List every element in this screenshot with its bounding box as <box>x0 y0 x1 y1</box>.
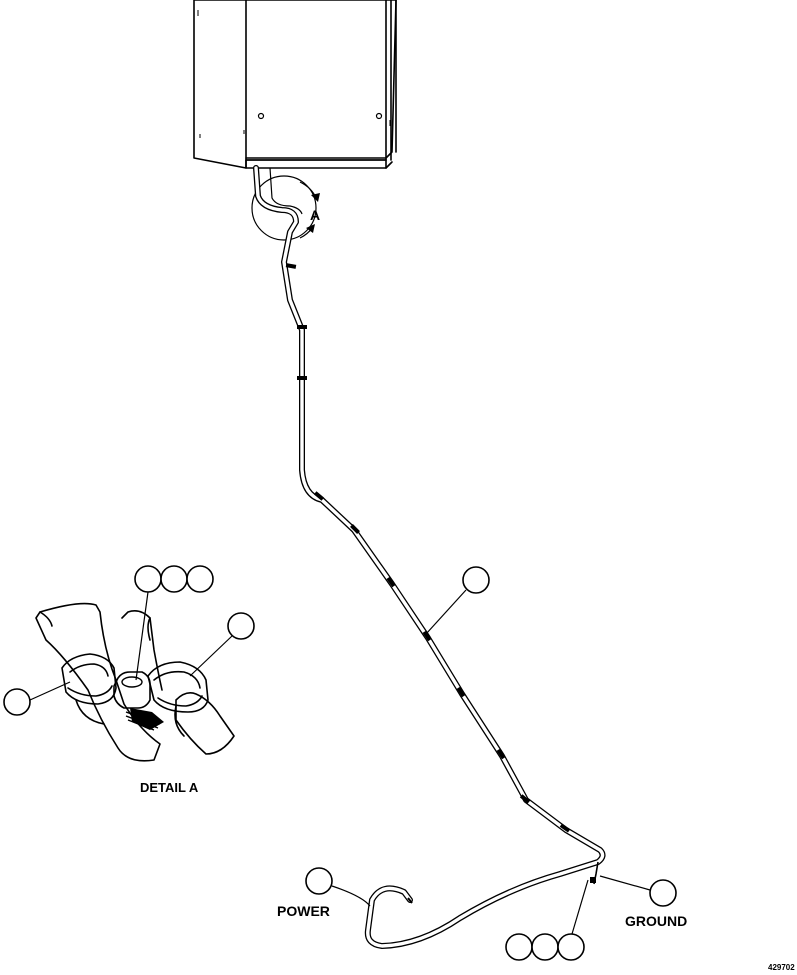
callout-balloon-detail-left <box>3 688 31 716</box>
callout-balloon <box>531 933 559 961</box>
callout-balloon-ground <box>649 879 677 907</box>
callout-balloon-harness <box>462 566 490 594</box>
callout-balloon <box>557 933 585 961</box>
detail-ref-letter: A <box>310 207 320 223</box>
detail-a-illustration <box>35 602 235 762</box>
callout-group-bottom <box>505 933 585 961</box>
callout-balloon-power <box>305 867 333 895</box>
callout-balloon <box>505 933 533 961</box>
harness-clips <box>285 263 596 883</box>
enclosure-box <box>193 0 397 169</box>
detail-a-reference: A <box>251 175 320 241</box>
figure-number: 429702 <box>768 963 795 972</box>
detail-caption: DETAIL A <box>140 780 199 795</box>
ground-label: GROUND <box>625 913 687 929</box>
mounting-hole <box>375 112 383 120</box>
wire-harness <box>253 165 606 949</box>
callout-balloon <box>134 565 162 593</box>
power-label: POWER <box>277 903 330 919</box>
callout-balloon <box>186 565 214 593</box>
callout-balloon <box>160 565 188 593</box>
mounting-hole <box>257 112 265 120</box>
callout-leaders <box>29 589 651 935</box>
callout-group-detail-top <box>134 565 214 593</box>
callout-balloon-detail-right <box>227 612 255 640</box>
